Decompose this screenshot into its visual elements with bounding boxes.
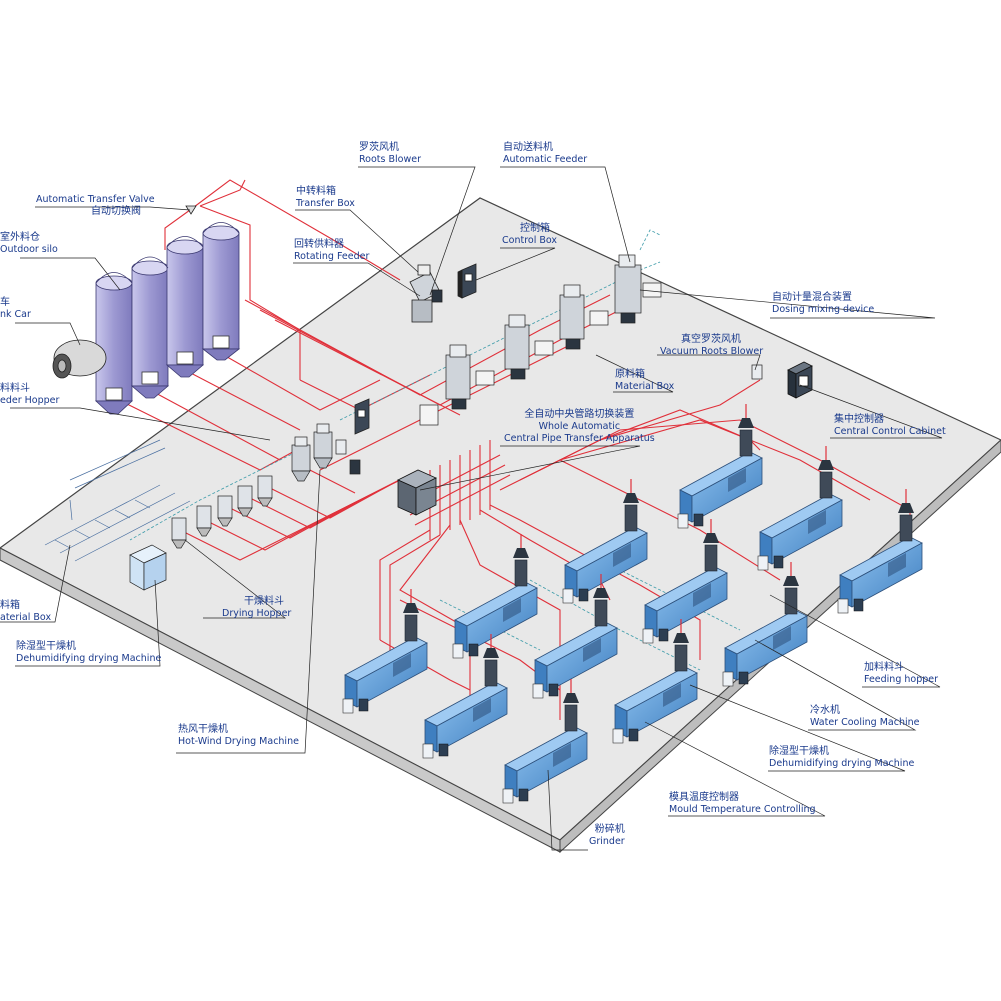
label-roots-blower: 罗茨风机 Roots Blower bbox=[359, 142, 421, 165]
label-outdoor-silo: 室外料仓 Outdoor silo bbox=[0, 232, 58, 255]
material-racks bbox=[44, 439, 191, 562]
dehumidifier-left bbox=[129, 544, 167, 591]
label-mould-temperature: 模具温度控制器 Mould Temperature Controlling bbox=[669, 792, 816, 815]
label-automatic-feeder: 自动送料机 Automatic Feeder bbox=[503, 142, 588, 165]
label-dehumidifying-right: 除湿型干燥机 Dehumidifying drying Machine bbox=[769, 746, 915, 769]
label-central-pipe-transfer: 全自动中央管路切换装置 Whole Automatic Central Pipe… bbox=[504, 409, 655, 444]
tank-car bbox=[52, 339, 107, 379]
label-central-control-cabinet: 集中控制器 Central Control Cabinet bbox=[834, 414, 946, 437]
label-grinder: 粉碎机 Grinder bbox=[589, 824, 625, 847]
label-feeder-hopper: 料料斗 eder Hopper bbox=[0, 383, 60, 406]
central-control-cabinet bbox=[787, 361, 813, 399]
label-material-box-top: 原料箱 Material Box bbox=[615, 369, 675, 392]
label-material-box-left: 料箱 aterial Box bbox=[0, 600, 52, 623]
label-control-box: 控制箱 Control Box bbox=[502, 223, 558, 246]
label-dehumidifying-left: 除湿型干燥机 Dehumidifying drying Machine bbox=[16, 641, 162, 664]
label-tank-car: 车 nk Car bbox=[0, 297, 31, 320]
silo-4 bbox=[201, 225, 241, 361]
control-box-left bbox=[354, 398, 370, 435]
drying-hoppers-row bbox=[171, 475, 273, 549]
vacuum-roots-blower bbox=[751, 364, 763, 380]
silo-2 bbox=[130, 260, 170, 399]
silo-3 bbox=[165, 239, 205, 378]
central-pipe-transfer-box bbox=[397, 469, 437, 516]
drying-hopper-cluster bbox=[291, 423, 361, 482]
transfer-box-station bbox=[409, 264, 443, 323]
label-dosing-mixing: 自动计量混合装置 Dosing mixing device bbox=[772, 292, 875, 315]
label-feeding-hopper: 加料料斗 Feeding hopper bbox=[864, 662, 939, 685]
label-drying-hopper: 干燥料斗 Drying Hopper bbox=[222, 596, 292, 619]
label-rotating-feeder: 回转供料器 Rotating Feeder bbox=[294, 239, 370, 262]
feeder-stations bbox=[419, 254, 662, 426]
label-water-cooling: 冷水机 Water Cooling Machine bbox=[810, 705, 920, 728]
outdoor-silos bbox=[94, 222, 241, 415]
label-transfer-box: 中转料箱 Transfer Box bbox=[296, 186, 355, 209]
label-hot-wind-drying: 热风干燥机 Hot-Wind Drying Machine bbox=[178, 724, 299, 747]
label-vacuum-roots-blower: 真空罗茨风机 Vacuum Roots Blower bbox=[660, 334, 764, 357]
label-automatic-transfer-valve: Automatic Transfer Valve 自动切换阀 bbox=[36, 194, 155, 217]
leader-lines bbox=[0, 166, 943, 851]
silo-1 bbox=[94, 275, 134, 415]
control-box bbox=[457, 263, 477, 299]
